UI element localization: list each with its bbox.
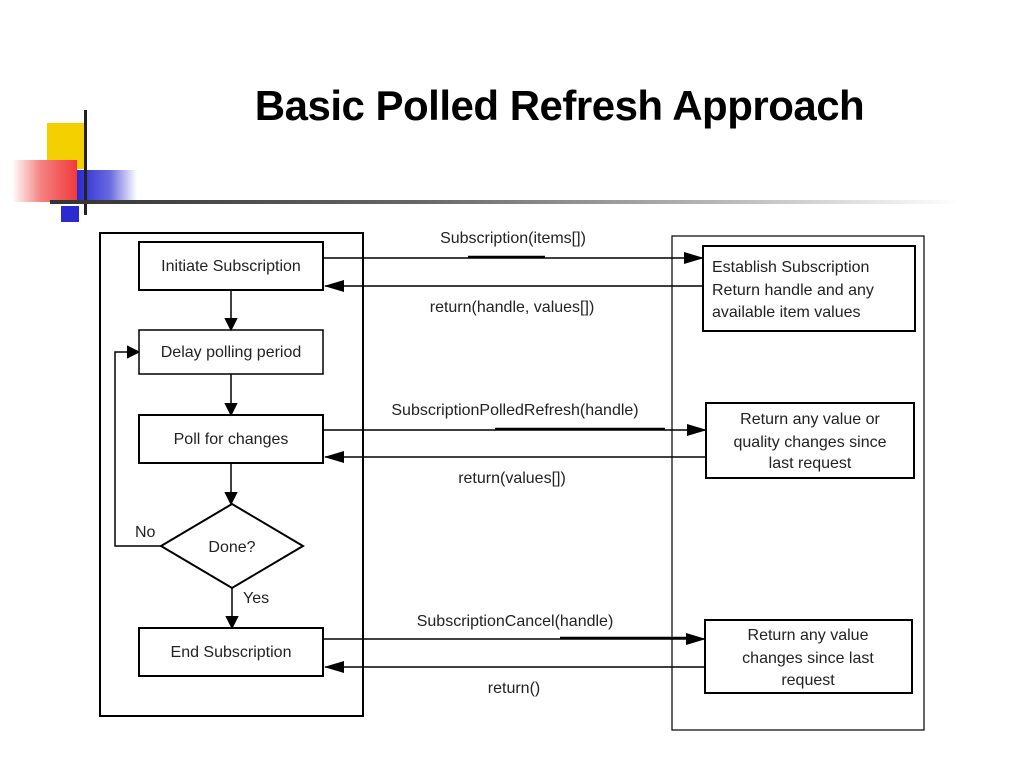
end-subscription-label: End Subscription	[171, 644, 292, 661]
initiate-subscription-box: Initiate Subscription	[138, 241, 324, 291]
no-loop-arrow	[114, 345, 161, 547]
establish-box: Establish Subscription Return handle and…	[702, 245, 916, 332]
accent-red-bar	[12, 160, 77, 202]
establish-line-3: available item values	[712, 304, 861, 321]
accent-blue-small	[61, 206, 79, 222]
return-value-changes-line-2: changes since last	[742, 650, 874, 667]
initiate-subscription-label: Initiate Subscription	[161, 258, 301, 275]
accent-blue-square	[77, 170, 137, 200]
client-container	[99, 232, 364, 717]
cancel-return-label: return()	[488, 680, 540, 697]
polled-refresh-return-label: return(values[])	[458, 470, 566, 487]
done-label: Done?	[208, 539, 255, 556]
polled-refresh-call-label: SubscriptionPolledRefresh(handle)	[391, 402, 638, 419]
return-changes-box: Return any value or quality changes sinc…	[705, 402, 915, 479]
accent-vertical-line	[84, 110, 87, 215]
no-label: No	[135, 524, 156, 541]
cancel-call-label: SubscriptionCancel(handle)	[417, 613, 614, 630]
return-value-changes-line-1: Return any value	[748, 627, 869, 644]
title-underline	[50, 200, 960, 204]
establish-line-1: Establish Subscription	[712, 259, 869, 276]
end-subscription-box: End Subscription	[138, 627, 324, 677]
return-changes-line-3: last request	[769, 455, 852, 472]
poll-changes-label: Poll for changes	[174, 431, 289, 448]
yes-label: Yes	[243, 590, 269, 607]
server-container	[671, 235, 925, 731]
delay-polling-label: Delay polling period	[161, 344, 302, 361]
return-changes-line-2: quality changes since	[734, 434, 887, 451]
slide-title: Basic Polled Refresh Approach	[254, 82, 865, 129]
return-value-changes-box: Return any value changes since last requ…	[704, 619, 913, 694]
return-value-changes-line-3: request	[781, 672, 835, 689]
delay-polling-box: Delay polling period	[138, 329, 324, 375]
done-decision: Done?	[159, 502, 305, 590]
return-changes-line-1: Return any value or	[740, 411, 880, 428]
subscription-return-label: return(handle, values[])	[430, 299, 595, 316]
establish-line-2: Return handle and any	[712, 282, 874, 299]
poll-changes-box: Poll for changes	[138, 414, 324, 464]
subscription-call-label: Subscription(items[])	[440, 230, 586, 247]
